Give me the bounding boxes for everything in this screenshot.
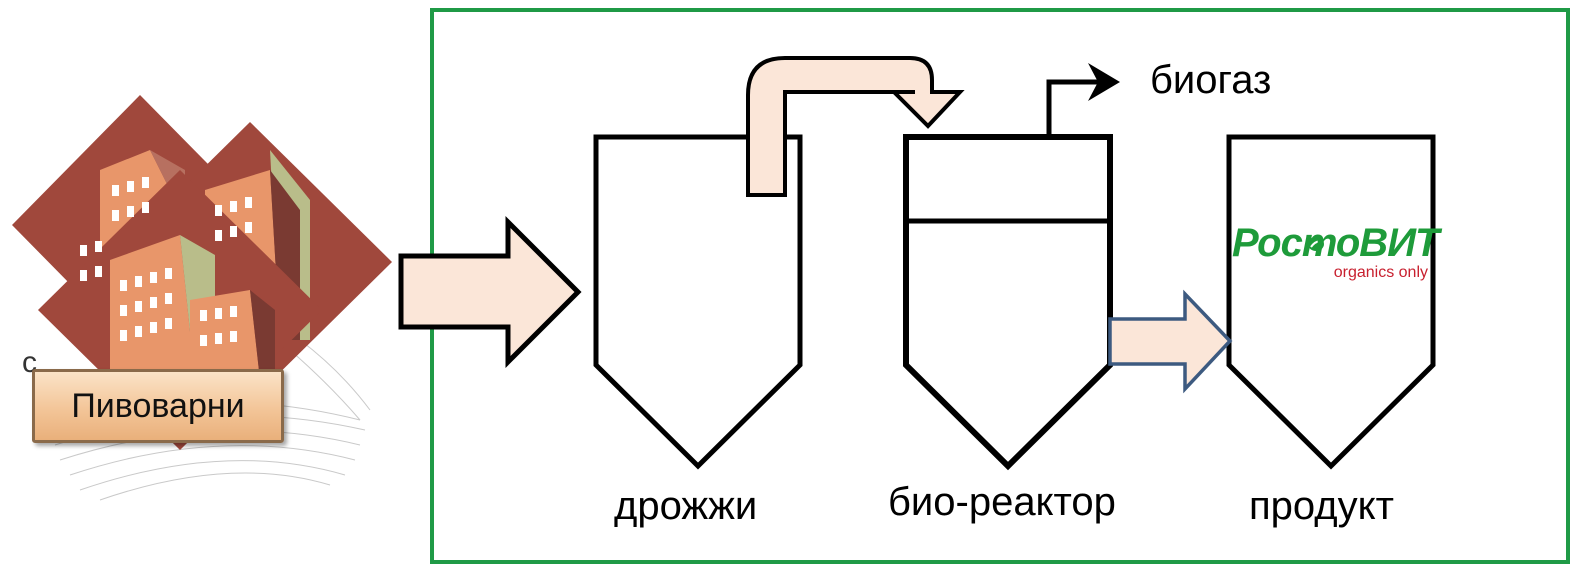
biogas-label: биогаз: [1150, 58, 1272, 102]
logo-brand: РостоВИТ: [1232, 221, 1439, 265]
input-arrow: [398, 215, 582, 369]
yeast-label: дрожжи: [614, 484, 758, 528]
rostovit-logo: РостоВИТ organics only: [1232, 221, 1439, 282]
leaf-icon: [1308, 237, 1324, 251]
biogas-arrowhead: [1088, 63, 1120, 101]
product-tank: [1226, 134, 1436, 470]
bioreactor-tank: [903, 134, 1113, 471]
transfer-arrow: [746, 56, 965, 197]
breweries-label: Пивоварни: [32, 369, 284, 443]
biogas-pipe: [1046, 79, 1106, 137]
logo-tagline: organics only: [1333, 264, 1428, 281]
bioreactor-label: био-реактор: [888, 480, 1116, 524]
product-label: продукт: [1249, 484, 1394, 528]
output-arrow: [1108, 289, 1233, 394]
